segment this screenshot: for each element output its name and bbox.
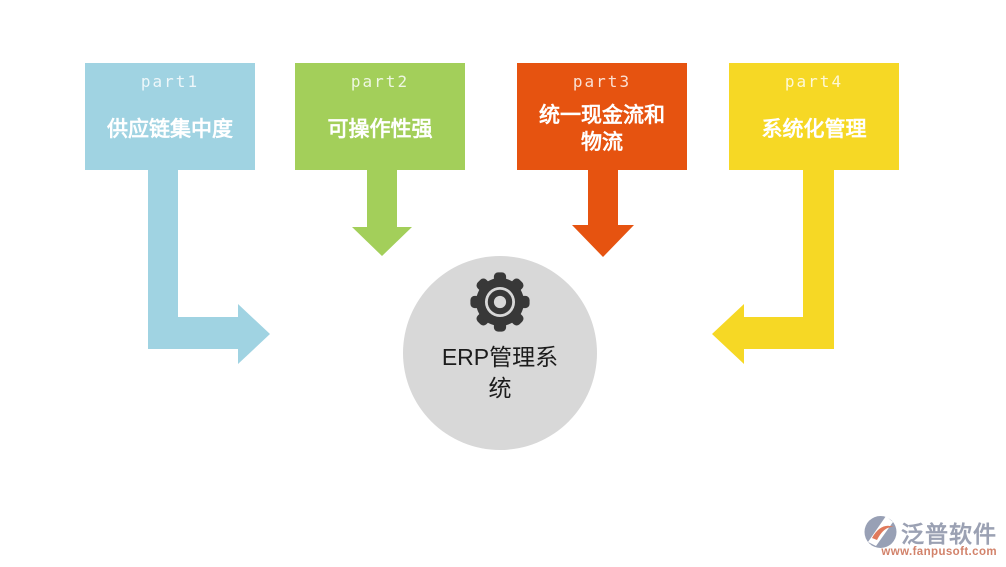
part-box-2: part2 可操作性强 bbox=[295, 63, 465, 170]
part-box-3: part3 统一现金流和 物流 bbox=[517, 63, 687, 170]
center-circle: ERP管理系 统 bbox=[403, 256, 597, 450]
part-box-1: part1 供应链集中度 bbox=[85, 63, 255, 170]
part1-label: 供应链集中度 bbox=[107, 117, 233, 141]
part2-label: 可操作性强 bbox=[327, 117, 433, 141]
part1-tag: part1 bbox=[140, 72, 200, 91]
part3-label: 统一现金流和 物流 bbox=[539, 104, 665, 154]
arrow-part4-bent-left bbox=[712, 168, 834, 364]
fanpu-logo-icon bbox=[864, 516, 897, 548]
part4-label: 系统化管理 bbox=[761, 117, 867, 141]
brand-name: 泛普软件 bbox=[901, 521, 997, 547]
part3-tag: part3 bbox=[572, 72, 632, 91]
arrow-part2-down bbox=[352, 168, 412, 256]
brand-footer: 泛普软件 www.fanpusoft.com bbox=[863, 515, 997, 558]
part-box-4: part4 系统化管理 bbox=[729, 63, 899, 170]
brand-url: www.fanpusoft.com bbox=[881, 546, 997, 558]
gear-icon bbox=[470, 272, 530, 332]
arrow-part1-bent-right bbox=[148, 168, 270, 364]
part2-tag: part2 bbox=[350, 72, 410, 91]
arrow-part3-down bbox=[572, 168, 634, 257]
center-label: ERP管理系 统 bbox=[441, 344, 559, 401]
part4-tag: part4 bbox=[784, 72, 844, 91]
